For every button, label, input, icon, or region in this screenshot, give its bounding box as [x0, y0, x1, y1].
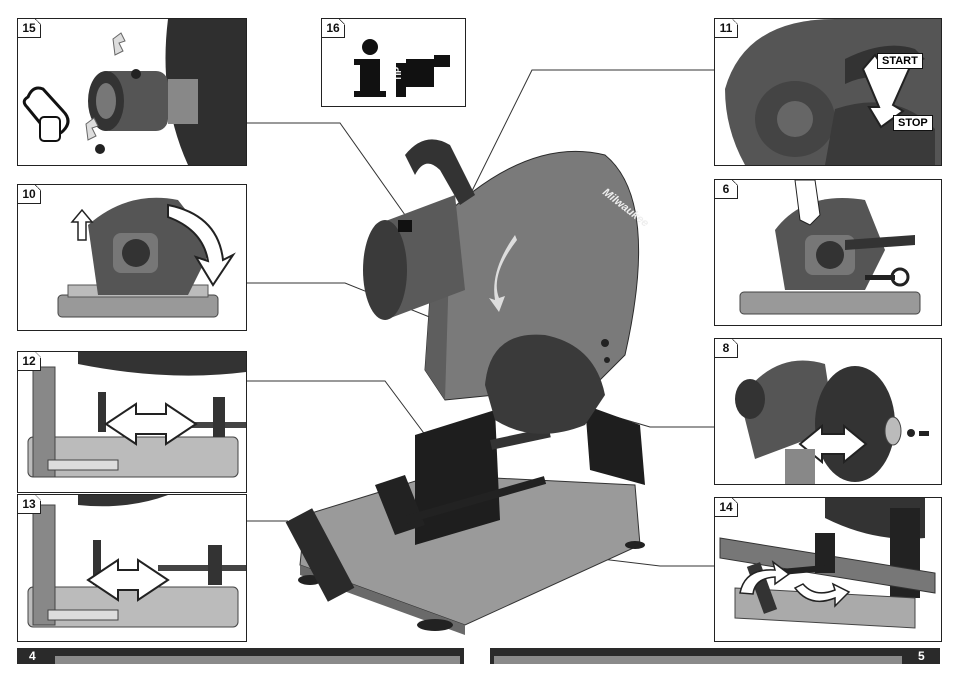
- figure-6: 6: [714, 179, 942, 326]
- stop-label: STOP: [893, 115, 933, 131]
- figure-number: 12: [18, 352, 41, 371]
- figure-14: 14: [714, 497, 942, 642]
- tip-label: TIP: [393, 67, 407, 81]
- figure-12: 12: [17, 351, 247, 493]
- vise-adjust-illustration: [18, 352, 246, 492]
- motor-brush-illustration: [18, 19, 246, 165]
- figure-10: 10: [17, 184, 247, 331]
- figure-number: 16: [322, 19, 345, 38]
- saw-lowering-illustration: [18, 185, 246, 330]
- lock-pin-illustration: [715, 180, 941, 325]
- page-number-right: 5: [918, 648, 925, 664]
- figure-13: 13: [17, 494, 247, 642]
- page-number-left: 4: [29, 648, 36, 664]
- figure-number: 15: [18, 19, 41, 38]
- figure-16: 16 TIP: [321, 18, 466, 107]
- figure-8: 8: [714, 338, 942, 485]
- figure-number: 10: [18, 185, 41, 204]
- figure-number: 11: [715, 19, 738, 38]
- figure-number: 6: [715, 180, 738, 199]
- vise-width-illustration: [18, 495, 246, 641]
- figure-number: 8: [715, 339, 738, 358]
- figure-number: 14: [715, 498, 738, 517]
- workpiece-clamp-illustration: [715, 498, 941, 641]
- footer-bar-left: [17, 648, 464, 664]
- start-label: START: [877, 53, 923, 69]
- figure-15: 15: [17, 18, 247, 166]
- figure-number: 13: [18, 495, 41, 514]
- figure-11: 11 START STOP: [714, 18, 942, 166]
- footer-bar-right: [490, 648, 940, 664]
- wheel-change-illustration: [715, 339, 941, 484]
- power-switch-illustration: [715, 19, 941, 165]
